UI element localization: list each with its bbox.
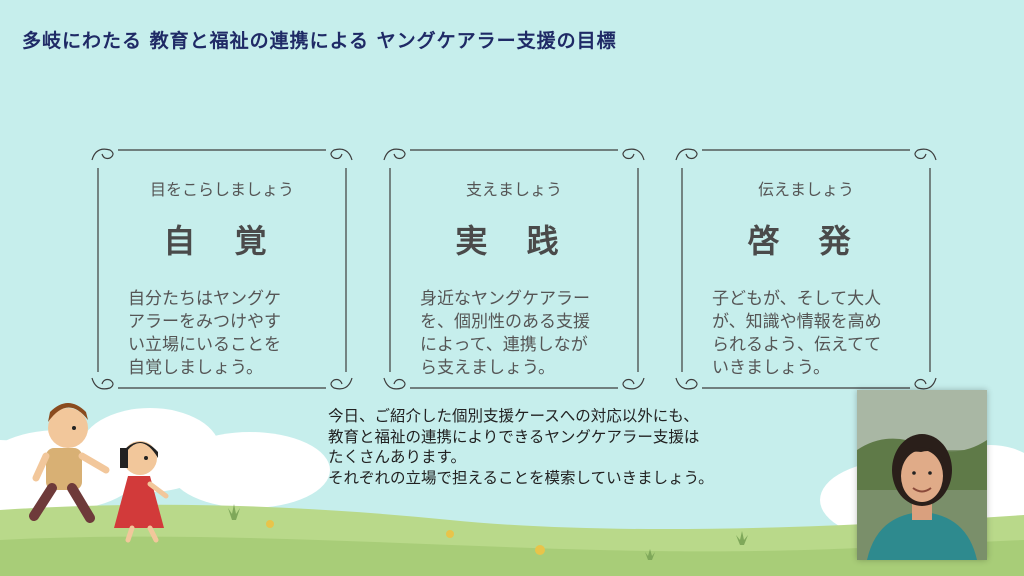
card-body-line: ら支えましょう。 [420,358,555,378]
boy-illustration [29,403,110,523]
card-body-line: いきましょう。 [712,358,830,378]
card-body: 子どもが、そして大人 が、知識や情報を高め られるよう、伝えてて いきましょう。 [712,288,902,380]
card-subtitle: 目をこらしましょう [149,180,294,199]
card-body-line: によって、連携しなが [420,335,588,355]
message-line: たくさんあります。 [328,448,466,466]
card-body-line: 自覚しましょう。 [128,358,263,378]
ornamental-frame-icon [675,148,937,390]
flowers [266,520,545,555]
card-body-line: 身近なヤングケアラー [420,289,590,309]
ornamental-frame-icon [91,148,353,390]
card-body: 身近なヤングケアラー を、個別性のある支援 によって、連携しなが ら支えましょう… [420,288,610,380]
card-body-line: が、知識や情報を高め [712,312,882,332]
card-subtitle: 伝えましょう [757,180,854,199]
card-keyword: 実 践 [455,222,573,260]
card-body-line: を、個別性のある支援 [420,312,590,332]
card-body-line: 子どもが、そして大人 [712,289,882,309]
goal-card-enlightenment: 伝えましょう 啓 発 子どもが、そして大人 が、知識や情報を高め られるよう、伝… [672,138,940,396]
card-keyword: 自 覚 [163,222,281,260]
message-line: 今日、ご紹介した個別支援ケースへの対応以外にも、 [328,407,699,425]
card-body-line: 自分たちはヤングケ [128,289,281,309]
message-line: 教育と福祉の連携によりできるヤングケアラー支援は [328,427,700,446]
ornamental-frame-icon [383,148,645,390]
slide-title: 多岐にわたる 教育と福祉の連携による ヤングケアラー支援の目標 [22,30,617,52]
card-body-line: アラーをみつけやす [128,312,281,332]
girl-illustration [114,441,169,543]
presenter-photo [857,390,987,560]
closing-message: 今日、ご紹介した個別支援ケースへの対応以外にも、 教育と福祉の連携によりできるヤ… [328,406,848,488]
goal-card-practice: 支えましょう 実 践 身近なヤングケアラー を、個別性のある支援 によって、連携… [380,138,648,396]
card-body: 自分たちはヤングケ アラーをみつけやす い立場にいることを 自覚しましょう。 [128,288,318,380]
card-subtitle: 支えましょう [465,180,562,199]
message-line: それぞれの立場で担えることを模索していきましょう。 [328,468,714,487]
goal-card-awareness: 目をこらしましょう 自 覚 自分たちはヤングケ アラーをみつけやす い立場にいる… [88,138,356,396]
card-body-line: られるよう、伝えてて [712,335,882,355]
card-body-line: い立場にいることを [128,335,281,355]
card-keyword: 啓 発 [747,222,865,260]
